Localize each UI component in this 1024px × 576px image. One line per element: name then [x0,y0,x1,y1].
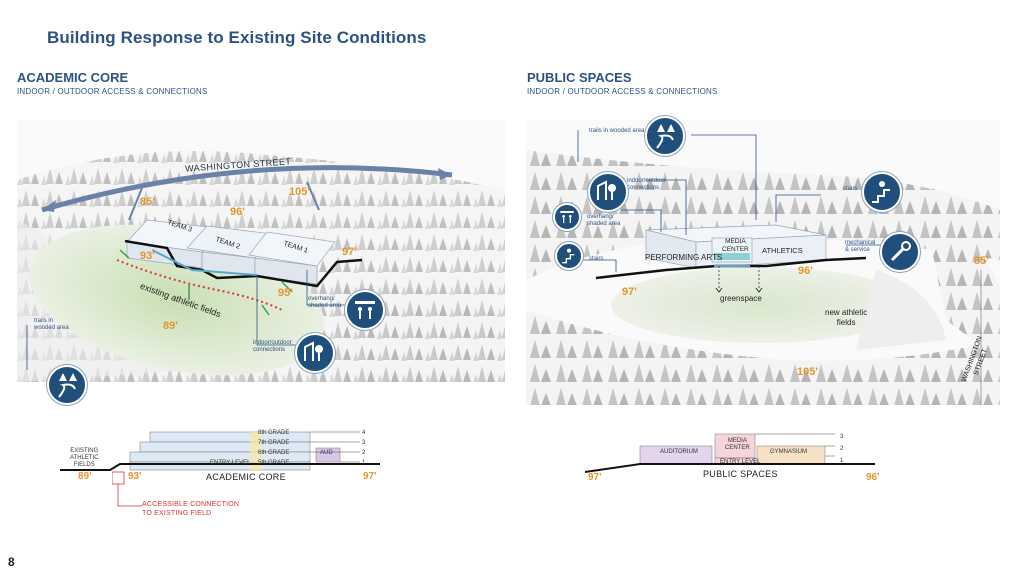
academic-section-label: ACADEMIC CORE [206,472,286,482]
level-1: 1 [362,460,366,466]
elevation-105: 105' [289,186,310,198]
public-spaces-subtitle: INDOOR / OUTDOOR ACCESS & CONNECTIONS [527,87,718,96]
aud-label: AUD [320,450,333,456]
academic-core-title: ACADEMIC CORE [17,70,129,85]
new-fields-label: new athletic fields [825,308,868,327]
section-media-label: MEDIA CENTER [725,438,750,451]
elevation-89: 89' [163,320,178,332]
public-elevation-96: 96' [798,265,813,277]
trail-icon [47,365,87,405]
public-trails-label: trails in wooded area [589,128,645,134]
public-trail-icon [645,116,685,156]
public-site-illustration [526,120,1000,405]
grade-5: 5th GRADE [258,460,290,466]
public-level-1: 1 [840,458,844,464]
public-stairs-left-label: stairs [589,256,604,262]
public-section-label: PUBLIC SPACES [703,469,778,479]
gymnasium-label: GYMNASIUM [770,449,808,455]
public-indoor-outdoor-label: indoor/outdoor connections [627,178,666,191]
elevation-93: 93' [140,250,155,262]
public-section-drawing [585,433,875,473]
section-elevation-97: 97' [363,471,377,482]
public-elevation-97: 97' [622,286,637,298]
existing-fields-note: EXISTING ATHLETIC FIELDS [70,448,99,468]
accessible-connection-leader [112,471,142,507]
shade-icon [345,290,385,330]
level-4: 4 [362,430,366,436]
public-level-3: 3 [840,434,844,440]
academic-site-illustration [17,120,505,382]
academic-entry-level: ENTRY LEVEL [210,460,251,466]
level-2: 2 [362,450,366,456]
indoor-outdoor-label: indoor/outdoor connections [253,340,292,353]
athletics-label: ATHLETICS [762,246,803,255]
trails-label: trails in wooded area [34,318,69,331]
elevation-85: 85' [140,196,155,208]
elevation-96: 96' [230,206,245,218]
section-elevation-93: 93' [128,471,142,482]
public-stairs-right-label: stairs [843,186,858,192]
public-section-elevation-96: 96' [866,472,880,483]
public-stairs-icon [555,242,583,270]
page-title: Building Response to Existing Site Condi… [47,28,427,47]
public-stairs-right-icon [862,172,902,212]
public-entry-level: ENTRY LEVEL [720,459,761,465]
public-elevation-85: 85' [974,255,989,267]
grade-7: 7th GRADE [258,440,290,446]
accessible-connection-note: ACCESSIBLE CONNECTION TO EXISTING FIELD [142,501,240,517]
public-section-elevation-97: 97' [588,472,602,483]
page-number: 8 [8,555,15,569]
public-mech-icon [880,232,920,272]
public-indoor-outdoor-icon [588,172,628,212]
greenspace-label: greenspace [720,294,762,303]
public-shade-icon [553,203,581,231]
elevation-95: 95' [278,287,293,299]
academic-section-drawing [60,431,380,471]
public-overhang-label: overhang/ shaded area [587,214,621,227]
indoor-outdoor-icon [295,333,335,373]
auditorium-label: AUDITORIUM [660,449,698,455]
public-spaces-title: PUBLIC SPACES [527,70,632,85]
grade-6: 6th GRADE [258,450,290,456]
section-elevation-89: 89' [78,471,92,482]
academic-core-subtitle: INDOOR / OUTDOOR ACCESS & CONNECTIONS [17,87,208,96]
public-elevation-105: 105' [797,366,818,378]
performing-arts-label: PERFORMING ARTS [645,253,723,262]
public-level-2: 2 [840,446,844,452]
level-3: 3 [362,440,366,446]
overhang-label: overhang/ shaded area [308,296,342,309]
media-center-label: MEDIA CENTER [722,238,749,253]
grade-8: 8th GRADE [258,430,290,436]
public-mech-label: mechanical & service [845,240,876,253]
elevation-97: 97' [342,246,357,258]
